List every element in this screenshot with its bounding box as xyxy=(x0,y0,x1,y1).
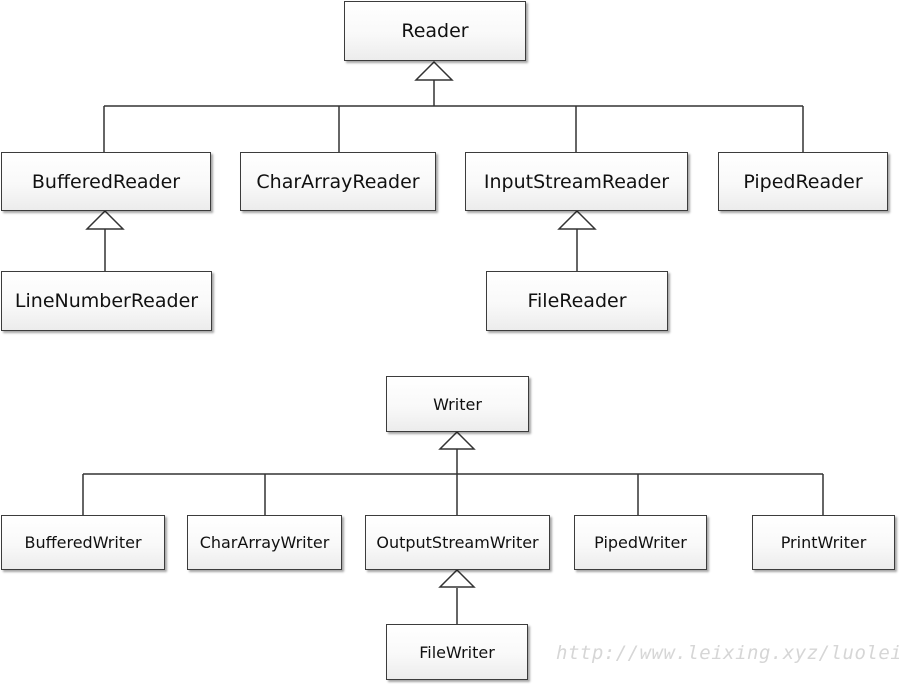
file-reader-node: FileReader xyxy=(486,271,668,331)
watermark-text: http://www.leixing.xyz/luolei xyxy=(556,642,899,664)
buffered-writer-node: BufferedWriter xyxy=(1,515,165,570)
writer-node: Writer xyxy=(386,376,529,432)
char-array-writer-node: CharArrayWriter xyxy=(187,515,342,570)
input-stream-reader-inheritance-arrow xyxy=(557,209,597,230)
writer-inheritance-arrow xyxy=(438,430,476,450)
file-writer-node: FileWriter xyxy=(386,624,528,680)
reader-inheritance-arrow xyxy=(414,60,454,81)
print-writer-node: PrintWriter xyxy=(752,515,895,570)
output-stream-writer-inheritance-arrow xyxy=(438,568,476,588)
reader-connector xyxy=(103,79,804,152)
reader-node: Reader xyxy=(344,1,526,61)
output-stream-writer-node: OutputStreamWriter xyxy=(365,515,550,570)
input-stream-reader-node: InputStreamReader xyxy=(465,152,688,211)
line-number-reader-node: LineNumberReader xyxy=(1,271,212,331)
piped-reader-node: PipedReader xyxy=(718,152,888,211)
char-array-reader-node: CharArrayReader xyxy=(240,152,436,211)
buffered-reader-node: BufferedReader xyxy=(1,152,211,211)
writer-connector xyxy=(82,449,824,515)
buffered-reader-inheritance-arrow xyxy=(85,209,125,230)
piped-writer-node: PipedWriter xyxy=(574,515,707,570)
